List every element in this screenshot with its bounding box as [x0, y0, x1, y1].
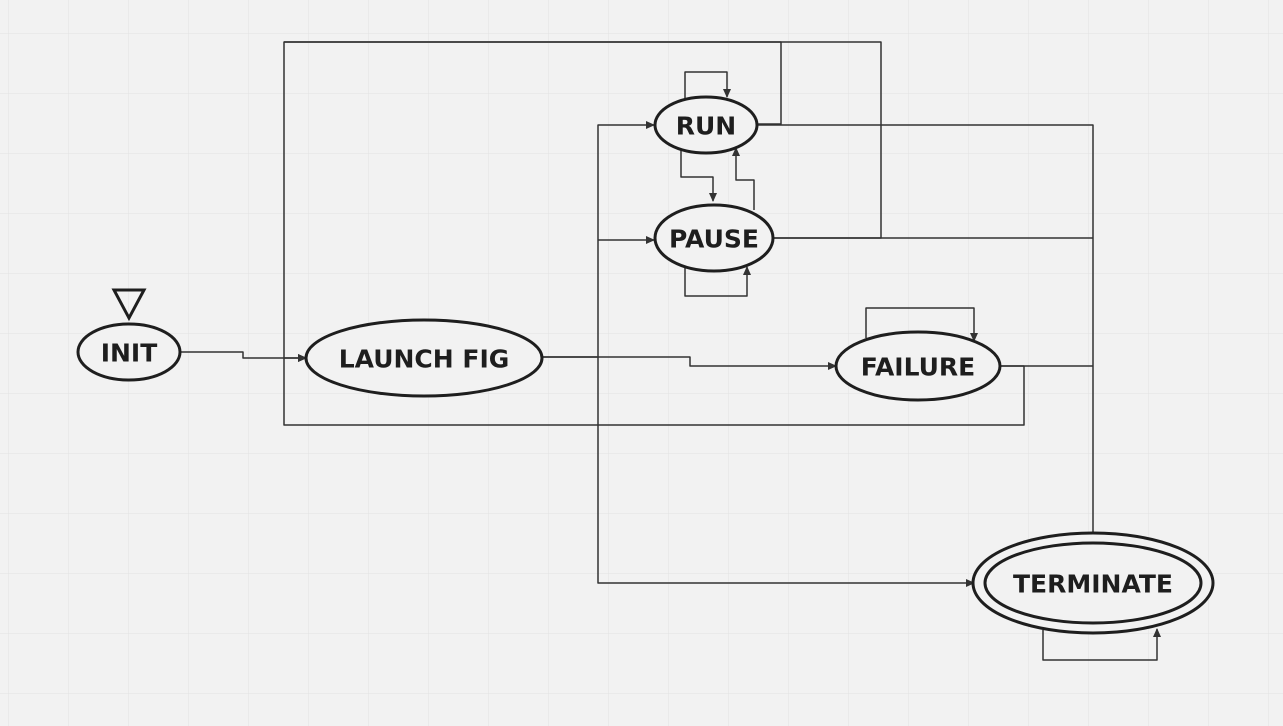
edge-failure-to-launch-fig[interactable] — [283, 358, 1025, 426]
edge-launch-fig-to-terminate[interactable] — [597, 357, 975, 587]
edge-launch-fig-to-failure[interactable] — [542, 356, 837, 370]
edge-init-to-launch-fig[interactable] — [181, 351, 307, 362]
node-run-shape — [653, 95, 759, 155]
edges — [181, 41, 1161, 661]
node-init-shape — [76, 322, 182, 382]
node-failure-label: FAILURE — [861, 353, 976, 382]
initial-state-triangle-icon — [111, 288, 147, 322]
node-init-label: INIT — [101, 339, 158, 368]
edge-terminate-self-loop[interactable] — [1042, 628, 1161, 661]
edge-pause-self-loop[interactable] — [684, 262, 751, 297]
node-launch-fig-label: LAUNCH FIG — [339, 345, 510, 374]
edge-run-to-terminate[interactable] — [757, 124, 1097, 544]
edge-pause-to-run[interactable] — [732, 147, 755, 210]
node-pause-shape — [653, 203, 775, 273]
node-failure-shape — [834, 330, 1002, 402]
edge-run-self-loop[interactable] — [684, 71, 731, 103]
edge-run-to-pause[interactable] — [680, 150, 717, 202]
node-terminate-label: TERMINATE — [1013, 570, 1173, 599]
node-init[interactable]: INIT — [76, 322, 182, 382]
node-terminate-inner-ring — [983, 541, 1203, 625]
node-launch-fig[interactable]: LAUNCH FIG — [304, 318, 544, 398]
node-failure[interactable]: FAILURE — [834, 330, 1002, 402]
edge-failure-self-loop[interactable] — [865, 307, 978, 342]
node-run-label: RUN — [676, 112, 736, 141]
node-run[interactable]: RUN — [653, 95, 759, 155]
node-pause[interactable]: PAUSE — [653, 203, 775, 273]
node-launch-fig-shape — [304, 318, 544, 398]
node-pause-label: PAUSE — [669, 225, 759, 254]
node-terminate[interactable]: TERMINATE — [971, 531, 1215, 635]
